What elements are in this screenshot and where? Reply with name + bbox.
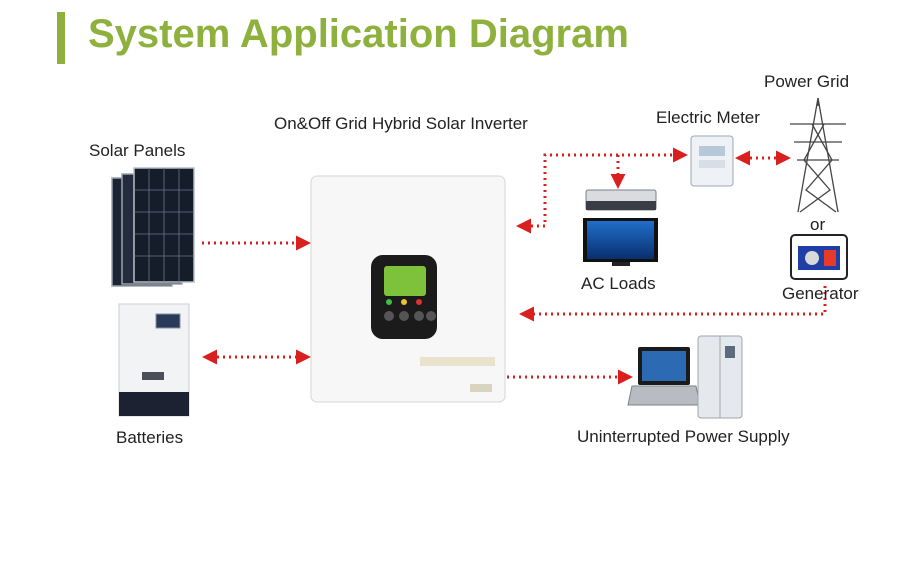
ac-loads-label: AC Loads: [581, 274, 656, 293]
power-grid-label: Power Grid: [764, 72, 850, 91]
ups-label: Uninterrupted Power Supply: [577, 427, 790, 446]
battery-cabinet-icon: [118, 303, 190, 417]
or-label: or: [810, 215, 826, 234]
generator-icon: [790, 234, 848, 280]
title-accent-bar: [57, 12, 65, 64]
page-title: System Application Diagram: [88, 12, 629, 56]
batteries-label: Batteries: [116, 428, 184, 447]
generator-label: Generator: [782, 284, 859, 303]
inverter-icon: [310, 175, 506, 403]
solar-panels-icon: [111, 167, 195, 287]
electric-meter-label: Electric Meter: [656, 108, 760, 127]
electric-meter-icon: [690, 135, 734, 187]
ac-loads-icon: [583, 189, 658, 266]
arrow-inverter-ac-meter: [516, 147, 688, 234]
inverter-label: On&Off Grid Hybrid Solar Inverter: [274, 114, 528, 133]
ups-loads-icon: [627, 335, 743, 419]
power-grid-tower-icon: [790, 97, 846, 213]
solar-panels-label: Solar Panels: [89, 141, 186, 160]
arrow-generator-to-inverter: [519, 286, 827, 322]
